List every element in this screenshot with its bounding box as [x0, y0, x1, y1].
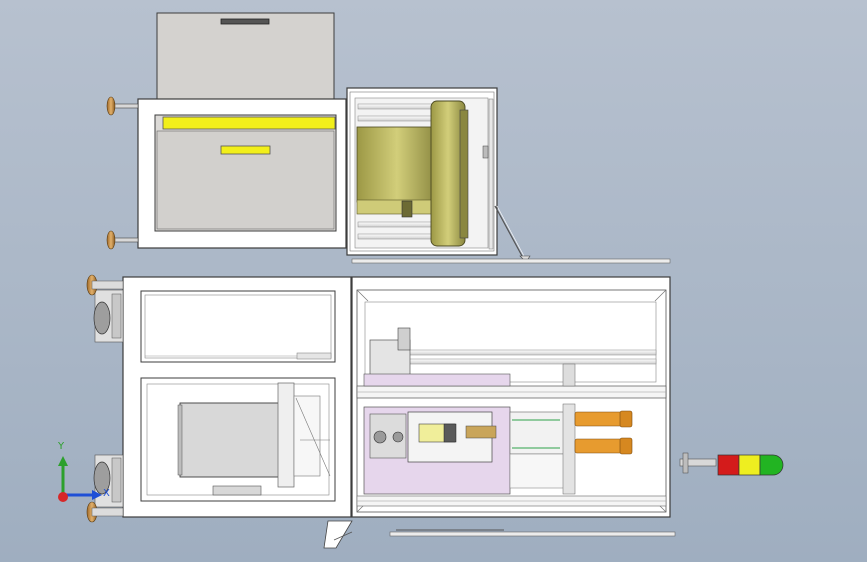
yellow-label-strip: [162, 116, 336, 130]
orange-cylinder-upper: [574, 410, 633, 428]
drum-guide-rails: [357, 103, 439, 240]
triad-x-label: X: [103, 488, 110, 499]
leveling-foot-upper-2: [106, 230, 139, 250]
lower-right-frame[interactable]: [351, 276, 671, 518]
drawer-yellow-handle[interactable]: [220, 145, 271, 155]
pink-plate-upper: [363, 373, 511, 387]
drum-enclosure[interactable]: [346, 87, 531, 263]
floor-rail-bottom: [389, 531, 676, 537]
caster-wheel-bottom: [86, 454, 124, 523]
drum-cylinder: [356, 126, 438, 203]
triad-y-label: Y: [58, 441, 65, 452]
triad-z-axis: [58, 492, 68, 502]
drawer-top-panel: [156, 12, 335, 100]
leveling-foot-upper-1: [106, 96, 139, 116]
orange-cylinder-lower: [574, 437, 633, 455]
upper-drawer-cabinet[interactable]: [137, 12, 347, 249]
discharge-chute: [323, 520, 353, 549]
upper-compartment: [140, 290, 336, 363]
signal-tower-light: [717, 454, 784, 476]
caster-wheel-top: [86, 274, 124, 343]
signal-segment-green: [759, 454, 784, 476]
drawer-top-handle[interactable]: [220, 18, 270, 25]
floor-rail-middle: [351, 258, 671, 264]
motor-body: [179, 402, 285, 478]
tower-mount-post: [679, 458, 717, 467]
lower-left-cabinet[interactable]: [122, 276, 352, 518]
